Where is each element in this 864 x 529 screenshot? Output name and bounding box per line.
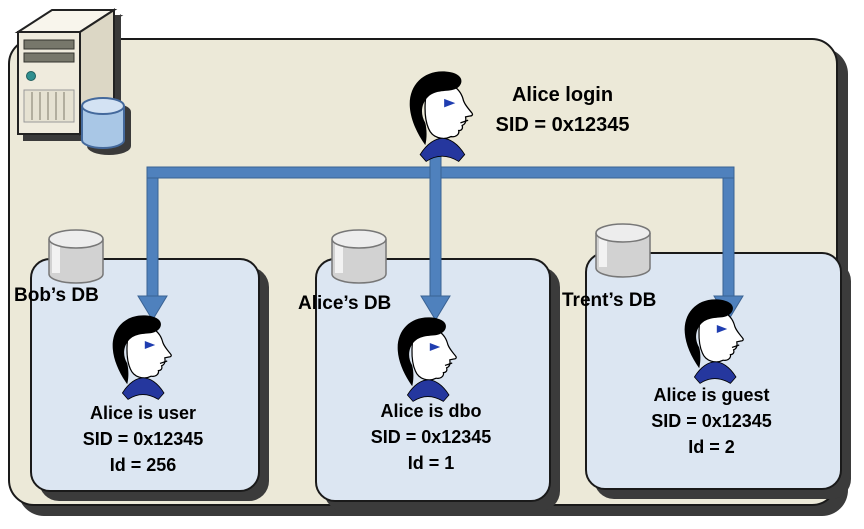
login-title: Alice login: [511, 84, 614, 106]
database-cylinder-icon: [328, 228, 390, 286]
db-role-text: Alice is user: [89, 403, 197, 423]
db-sid-text: SID = 0x12345: [82, 429, 204, 449]
db-sid-text: SID = 0x12345: [370, 427, 492, 447]
login-sid: SID = 0x12345: [495, 114, 630, 136]
db-label-alices: Alice’s DB: [298, 293, 392, 314]
db-caption-bobs: Alice is user SID = 0x12345 Id = 256: [30, 400, 256, 478]
db-role-text: Alice is guest: [653, 385, 770, 405]
database-cylinder-icon: [592, 222, 654, 280]
db-role-text: Alice is dbo: [380, 401, 482, 421]
db-caption-trents: Alice is guest SID = 0x12345 Id = 2: [585, 382, 838, 460]
db-id-text: Id = 256: [109, 455, 177, 475]
db-label-trents: Trent’s DB: [562, 290, 657, 311]
login-caption: Alice login SID = 0x12345: [465, 80, 660, 140]
db-person-icon: [397, 316, 457, 402]
db-person-icon: [112, 314, 172, 400]
database-cylinder-icon: [45, 228, 107, 286]
db-sid-text: SID = 0x12345: [651, 411, 772, 431]
server-with-database-icon: [14, 8, 125, 149]
db-id-text: Id = 1: [407, 453, 455, 473]
db-person-icon: [684, 298, 744, 384]
db-id-text: Id = 2: [688, 437, 735, 457]
db-label-bobs: Bob’s DB: [14, 285, 99, 306]
db-caption-alices: Alice is dbo SID = 0x12345 Id = 1: [315, 398, 547, 476]
